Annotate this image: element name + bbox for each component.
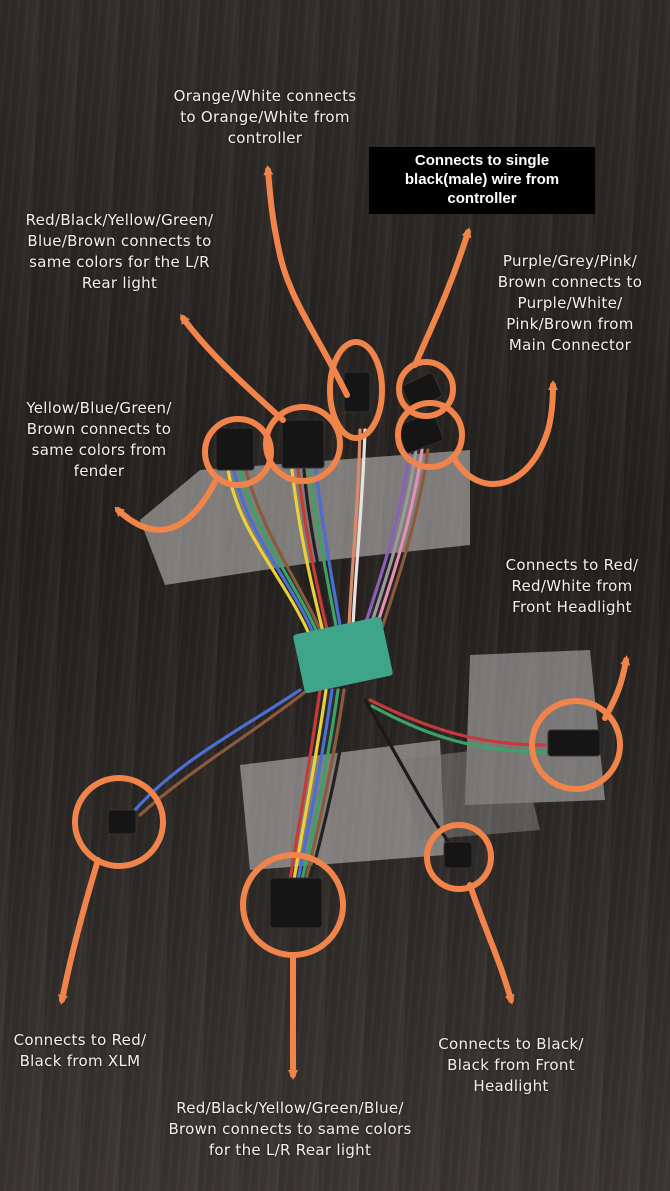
label-front-headlight-red: Connects to Red/ Red/White from Front He… (505, 556, 639, 616)
label-front-headlight-black: Connects to Black/ Black from Front Head… (438, 1035, 584, 1095)
label-orange-white: Orange/White connects to Orange/White fr… (173, 87, 357, 147)
connectors (107, 371, 601, 929)
label-xlm: Connects to Red/ Black from XLM (13, 1031, 147, 1070)
connector-front-black (443, 841, 473, 869)
pcb-board (293, 616, 393, 694)
connector-rear-light-bottom (269, 877, 323, 929)
label-rear-light-top: Red/Black/Yellow/Green/ Blue/Brown conne… (25, 211, 214, 292)
connector-front-red (547, 729, 601, 757)
connector-rear-light (281, 419, 325, 469)
label-rear-light-bottom: Red/Black/Yellow/Green/Blue/ Brown conne… (168, 1099, 412, 1159)
connector-xlm (107, 809, 137, 835)
connector-fender (215, 427, 255, 471)
label-fender: Yellow/Blue/Green/ Brown connects to sam… (26, 399, 172, 480)
label-purple-grey: Purple/Grey/Pink/ Brown connects to Purp… (497, 252, 643, 354)
label-single-black: Connects to single black(male) wire from… (369, 147, 595, 214)
annotation-overlays (58, 165, 631, 1080)
